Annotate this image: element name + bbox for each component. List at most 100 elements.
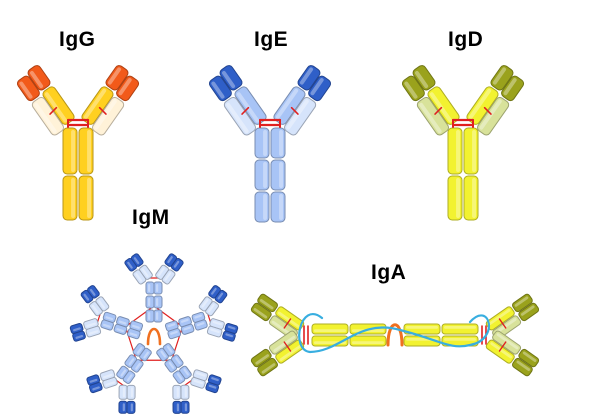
heavy-chain-fc-domain — [156, 347, 169, 362]
disulfide-bond — [498, 318, 507, 329]
disulfide-bond — [498, 341, 507, 352]
light-chain-constant-domain — [198, 296, 213, 312]
secretory-component — [298, 313, 491, 354]
light-chain-variable-domain — [86, 374, 101, 386]
light-chain-constant-domain — [161, 269, 176, 285]
heavy-chain-fc-domain — [153, 309, 163, 323]
heavy-chain-fc-domain — [78, 127, 94, 175]
light-chain-constant-domain — [268, 330, 298, 355]
heavy-chain-fc-domain — [132, 343, 146, 357]
light-chain-variable-domain — [308, 75, 332, 102]
heavy-chain-fc-domain — [254, 191, 270, 223]
light-chain-constant-domain — [192, 369, 209, 382]
disulfide-bond — [434, 106, 443, 115]
heavy-chain-fc-domain — [463, 175, 479, 221]
light-chain-variable-domain — [124, 257, 138, 272]
light-chain-variable-domain — [501, 75, 525, 102]
light-chain-constant-domain — [31, 96, 64, 136]
igg-label: IgG — [59, 28, 96, 51]
heavy-chain-fc-domain — [447, 175, 463, 221]
heavy-chain-fc-domain — [164, 359, 178, 373]
light-chain-variable-domain — [401, 75, 425, 102]
interchain-disulfide-ring — [124, 305, 184, 361]
light-chain-constant-domain — [223, 96, 256, 136]
light-chain-constant-domain — [206, 325, 223, 338]
ige-label: IgE — [254, 28, 289, 51]
heavy-chain-fc-domain — [62, 175, 78, 221]
heavy-chain-fc-domain — [180, 323, 195, 335]
heavy-chain-fc-domain — [129, 320, 144, 332]
heavy-chain-fc-domain — [254, 127, 270, 159]
disulfide-bond — [283, 341, 292, 352]
igm-label: IgM — [132, 206, 170, 229]
light-chain-variable-domain — [208, 75, 232, 102]
light-chain-variable-domain — [518, 348, 540, 368]
heavy-chain-fc-domain — [153, 281, 163, 295]
heavy-chain-fc-domain — [447, 127, 463, 175]
heavy-chain-fc-domain — [270, 127, 286, 159]
heavy-chain-variable-domain — [257, 357, 278, 377]
heavy-chain-fc-domain — [254, 159, 270, 191]
heavy-chain-constant-domain — [485, 339, 515, 364]
heavy-chain-constant-domain — [81, 86, 114, 125]
heavy-chain-fc-domain — [441, 335, 479, 347]
light-chain-variable-domain — [116, 75, 140, 102]
heavy-chain-variable-domain — [164, 253, 178, 267]
heavy-chain-fc-domain — [164, 320, 179, 332]
light-chain-constant-domain — [95, 296, 110, 312]
heavy-chain-constant-domain — [466, 86, 499, 125]
heavy-chain-fc-domain — [153, 295, 163, 309]
disulfide-bond — [241, 106, 250, 115]
igd-label: IgD — [448, 28, 484, 51]
disulfide-bond — [98, 106, 107, 115]
heavy-chain-fc-domain — [116, 316, 130, 328]
heavy-chain-variable-domain — [105, 65, 129, 91]
heavy-chain-fc-domain — [349, 335, 387, 347]
heavy-chain-fc-domain — [139, 347, 152, 362]
light-chain-variable-domain — [72, 330, 86, 342]
j-chain — [146, 327, 162, 346]
heavy-chain-fc-domain — [167, 328, 182, 340]
disulfide-bond — [290, 106, 299, 115]
heavy-chain-fc-domain — [145, 309, 155, 323]
heavy-chain-fc-domain — [145, 295, 155, 309]
disulfide-bond — [49, 106, 58, 115]
heavy-chain-fc-domain — [270, 191, 286, 223]
light-chain-variable-domain — [126, 400, 136, 414]
heavy-chain-fc-domain — [62, 127, 78, 175]
light-chain-constant-domain — [132, 269, 147, 285]
igm-molecule — [69, 253, 239, 414]
light-chain-variable-domain — [250, 348, 272, 368]
heavy-chain-fc-domain — [124, 354, 138, 368]
heavy-chain-fc-domain — [78, 175, 94, 221]
light-chain-constant-domain — [416, 96, 449, 136]
heavy-chain-variable-domain — [257, 293, 278, 313]
heavy-chain-fc-domain — [463, 127, 479, 175]
heavy-chain-fc-domain — [441, 323, 479, 335]
heavy-chain-constant-domain — [275, 306, 305, 331]
light-chain-variable-domain — [518, 302, 540, 322]
light-chain-variable-domain — [16, 75, 40, 102]
heavy-chain-variable-domain — [297, 65, 321, 91]
light-chain-variable-domain — [208, 285, 221, 299]
light-chain-constant-domain — [172, 384, 182, 400]
light-chain-variable-domain — [172, 400, 182, 414]
heavy-chain-constant-domain — [273, 86, 306, 125]
heavy-chain-fc-domain — [194, 319, 208, 331]
light-chain-constant-domain — [99, 369, 116, 382]
iga-label: IgA — [371, 261, 407, 284]
heavy-chain-fc-domain — [126, 328, 141, 340]
heavy-chain-fc-domain — [116, 365, 129, 380]
light-chain-constant-domain — [492, 330, 522, 355]
heavy-chain-constant-domain — [118, 384, 128, 400]
heavy-chain-variable-domain — [512, 293, 533, 313]
heavy-chain-fc-domain — [403, 323, 441, 335]
iga-molecule — [250, 293, 540, 377]
heavy-chain-variable-domain — [490, 65, 514, 91]
heavy-chain-fc-domain — [311, 323, 349, 335]
heavy-chain-variable-domain — [219, 65, 243, 91]
disulfide-bond — [483, 106, 492, 115]
heavy-chain-variable-domain — [27, 65, 51, 91]
heavy-chain-fc-domain — [270, 159, 286, 191]
